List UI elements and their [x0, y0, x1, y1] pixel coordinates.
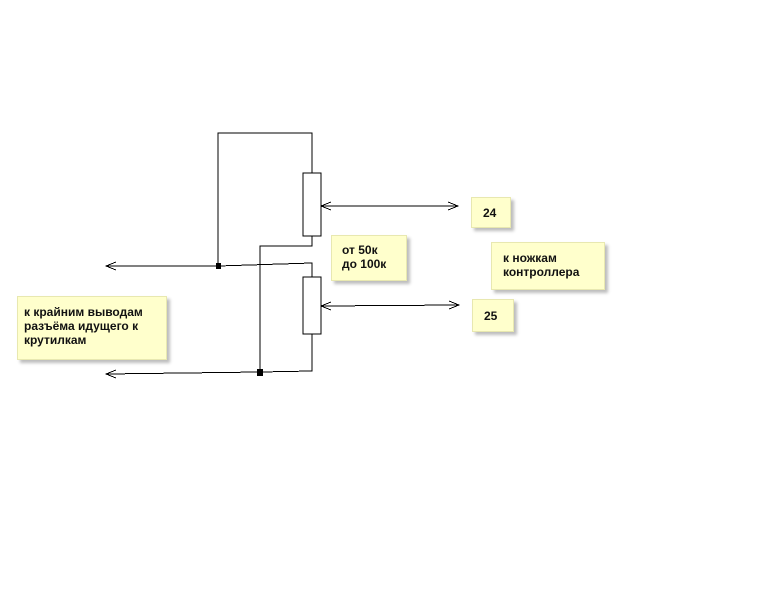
arrowhead-wiper-lower-right: [448, 300, 461, 310]
junction-dot-upper: [216, 263, 221, 269]
note-controller-pins: к ножкам контроллера: [491, 242, 605, 290]
wire-upper-pot-bottom: [259, 236, 313, 372]
wire-lower-pot-bottom: [259, 334, 313, 373]
note-pin-24: 24: [471, 197, 511, 228]
note-resistance-range: от 50к до 100к: [331, 235, 407, 281]
arrowhead-wiper-upper-right: [447, 201, 460, 211]
wiper-line-lower: [320, 304, 460, 307]
arrowhead-wiper-upper-left: [319, 201, 332, 211]
wire-to-connector-lower: [105, 371, 261, 375]
potentiometer-upper: [302, 172, 322, 237]
potentiometer-lower: [302, 276, 322, 335]
arrowhead-connector-upper: [104, 261, 117, 271]
note-pin-25: 25: [472, 299, 514, 332]
junction-dot-lower: [257, 369, 263, 376]
wire-top-loop: [217, 132, 313, 266]
arrowhead-connector-lower: [104, 369, 117, 379]
note-connector-ends: к крайним выводам разъёма идущего к крут…: [17, 296, 167, 360]
arrowhead-wiper-lower-left: [319, 301, 332, 311]
wire-lower-pot-top: [217, 262, 313, 277]
